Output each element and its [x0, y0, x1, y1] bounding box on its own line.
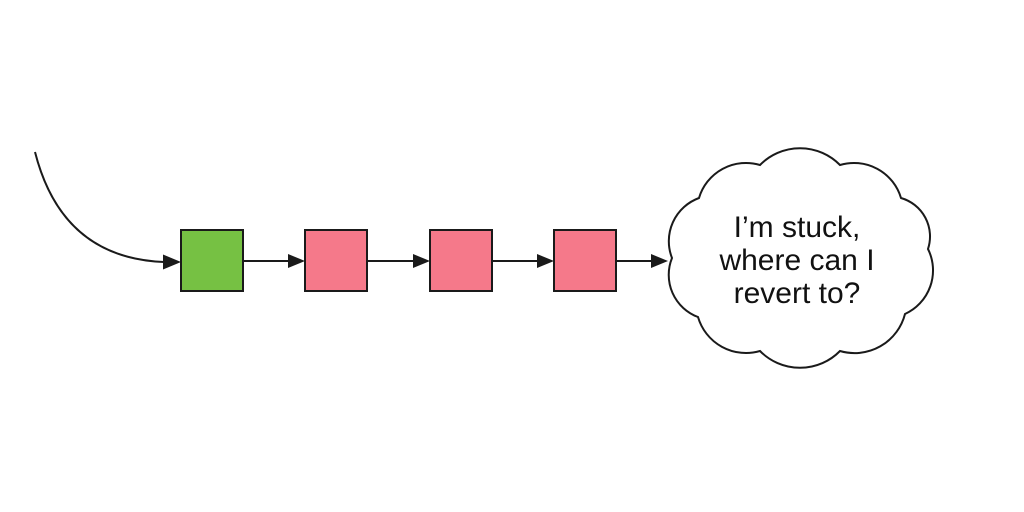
arrow-head: [537, 254, 554, 268]
thought-cloud-outline: [667, 147, 935, 369]
entry-arrow-head: [163, 254, 181, 270]
commit-node-green: [180, 229, 244, 292]
thought-text-line-3: revert to?: [734, 277, 861, 310]
thought-text-line-1: I’m stuck,: [734, 211, 861, 244]
arrow-green-to-pink1: [244, 254, 305, 268]
entry-arrow-curve: [34, 151, 165, 263]
entry-arrow: [34, 151, 181, 270]
arrow-pink3-to-cloud: [617, 254, 668, 268]
arrow-head: [288, 254, 305, 268]
commit-node-pink-1: [304, 229, 368, 292]
arrow-pink2-to-pink3: [493, 254, 554, 268]
thought-cloud: I’m stuck, where can I revert to?: [667, 147, 935, 369]
thought-text-line-2: where can I: [718, 244, 874, 277]
arrow-pink1-to-pink2: [368, 254, 430, 268]
commit-node-pink-3: [553, 229, 617, 292]
arrow-head: [413, 254, 430, 268]
arrow-head: [651, 254, 668, 268]
commit-node-pink-2: [429, 229, 493, 292]
